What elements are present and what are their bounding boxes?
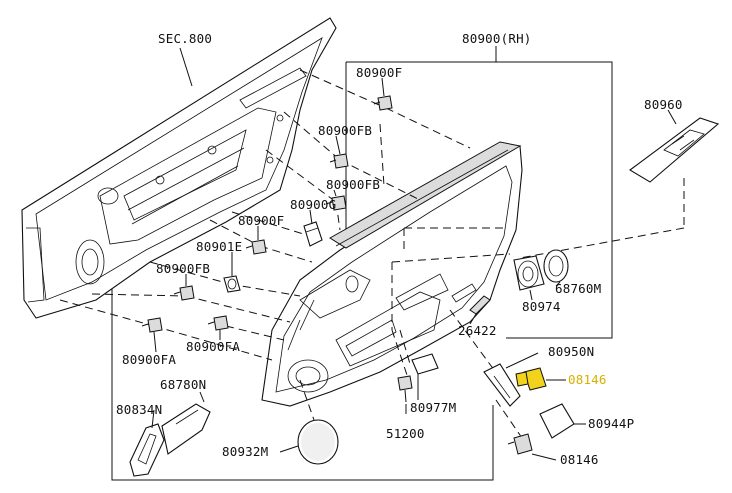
part-80900g: [303, 221, 323, 247]
clip-80900fb-top: [329, 153, 349, 169]
label-80834n: 80834N: [116, 402, 162, 417]
clip-80900fb-mid: [325, 195, 347, 211]
label-80900f-mid: 80900F: [238, 213, 284, 228]
label-80900fb-top: 80900FB: [318, 123, 372, 138]
label-80932m: 80932M: [222, 444, 268, 459]
label-68780n: 68780N: [160, 377, 206, 392]
door-frame-outer: [21, 17, 337, 319]
clip-80900f-mid: [245, 239, 267, 255]
label-80950n: 80950N: [548, 344, 594, 359]
part-80974: [513, 255, 545, 291]
part-68780n: [161, 403, 211, 455]
label-08146-highlighted: 08146: [568, 372, 607, 387]
label-26422: 26422: [458, 323, 497, 338]
label-68760m: 68760M: [555, 281, 601, 296]
label-80974: 80974: [522, 299, 561, 314]
part-80901e: [223, 275, 241, 293]
part-80834n: [129, 423, 165, 477]
part-80950n: [483, 363, 521, 407]
label-80900fb-left: 80900FB: [156, 261, 210, 276]
label-80900fa-left: 80900FA: [122, 352, 176, 367]
clip-80900fa-mid: [207, 315, 229, 331]
part-80977m: [411, 353, 439, 375]
label-80944p: 80944P: [588, 416, 634, 431]
clip-80900fb-left: [173, 285, 195, 301]
clip-80900fa-left: [141, 317, 163, 333]
label-08146-bottom: 08146: [560, 452, 599, 467]
part-68760m: [543, 249, 569, 283]
bolt-08146-bottom: [507, 433, 533, 455]
label-80901e: 80901E: [196, 239, 242, 254]
bolt-08146-highlighted: [515, 367, 547, 391]
label-leaders: [151, 46, 677, 461]
label-80900fb-mid: 80900FB: [326, 177, 380, 192]
assembly-bracket: [111, 61, 613, 481]
clip-80900f-top: [373, 95, 393, 111]
label-80900fa-mid: 80900FA: [186, 339, 240, 354]
label-80960: 80960: [644, 97, 683, 112]
label-80900rh: 80900(RH): [462, 31, 532, 46]
leader-lines: [59, 69, 685, 439]
label-sec800: SEC.800: [158, 31, 212, 46]
part-80944p: [539, 403, 575, 439]
screw-51200: [397, 375, 413, 403]
part-80932m: [297, 419, 339, 465]
label-51200: 51200: [386, 426, 425, 441]
part-26422: [469, 295, 491, 315]
part-80960: [629, 117, 720, 183]
door-trim-panel: [261, 141, 523, 407]
label-80977m: 80977M: [410, 400, 456, 415]
label-80900g: 80900G: [290, 197, 336, 212]
label-80900f-top: 80900F: [356, 65, 402, 80]
part-labels: SEC.800 80900(RH) 80900F 80900FB 80900FB…: [116, 31, 683, 467]
